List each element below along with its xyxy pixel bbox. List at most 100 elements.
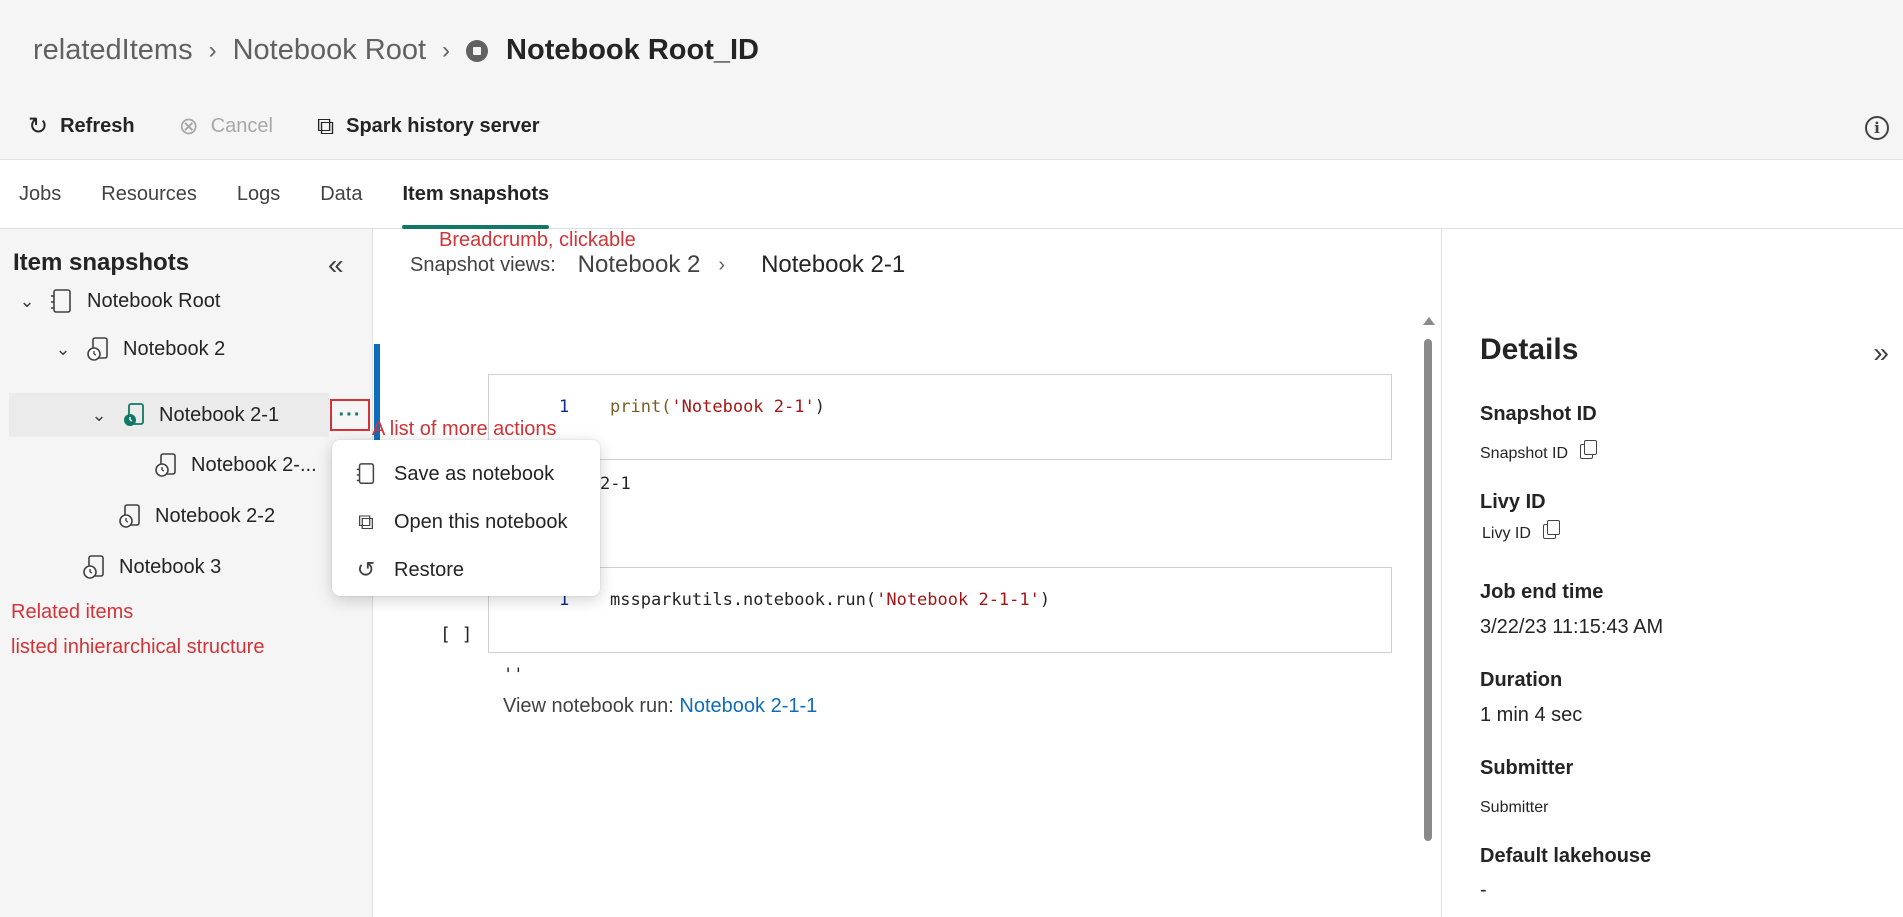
breadcrumb: relatedItems › Notebook Root › Notebook … (33, 34, 759, 67)
tab-logs[interactable]: Logs (236, 183, 281, 205)
chevron-right-icon: › (442, 36, 451, 64)
notebook-snapshot-icon (119, 504, 140, 528)
chevron-right-icon: › (208, 36, 217, 64)
restore-icon: ↺ (356, 557, 376, 582)
duration-label: Duration (1480, 669, 1563, 691)
notebook-icon (51, 289, 71, 313)
cancel-label: Cancel (210, 115, 273, 137)
default-lakehouse-label: Default lakehouse (1480, 845, 1652, 867)
notebook-snapshot-icon (155, 453, 176, 477)
menu-item-label: Open this notebook (394, 510, 568, 533)
snapshot-views-label: Snapshot views: (410, 253, 556, 276)
details-panel: Details » Snapshot ID Snapshot ID Livy I… (1441, 229, 1903, 917)
tree-item-label: Notebook 3 (119, 555, 222, 578)
cancel-button[interactable]: ⊗ Cancel (179, 112, 273, 141)
details-title: Details (1480, 333, 1579, 366)
menu-item-restore[interactable]: ↺ Restore (332, 546, 600, 594)
open-external-icon: ⧉ (358, 509, 374, 534)
menu-item-save-as-notebook[interactable]: Save as notebook (332, 450, 600, 498)
tab-jobs[interactable]: Jobs (19, 183, 62, 205)
code-cell-1[interactable]: 1 print('Notebook 2-1') (488, 374, 1392, 460)
tree-item-label: Notebook Root (87, 289, 221, 312)
info-icon[interactable]: i (1865, 116, 1889, 140)
menu-item-open-this-notebook[interactable]: ⧉ Open this notebook (332, 498, 600, 546)
default-lakehouse-value: - (1480, 879, 1487, 901)
annotation-breadcrumb: Breadcrumb, clickable (439, 229, 636, 251)
more-actions-menu: Save as notebook ⧉ Open this notebook ↺ … (332, 440, 600, 596)
notebook-snapshot-icon (124, 403, 144, 426)
tab-bar: Jobs Resources Logs Data Item snapshots (0, 161, 1903, 229)
notebook-icon (356, 463, 375, 484)
refresh-label: Refresh (60, 115, 135, 137)
line-number: 1 (559, 590, 570, 610)
annotation-related-items: Related items (11, 601, 134, 623)
livy-id-value: Livy ID (1482, 520, 1560, 543)
menu-item-label: Restore (394, 558, 465, 581)
breadcrumb-item-notebook-root[interactable]: Notebook Root (232, 34, 427, 66)
snapshot-crumb-notebook-2[interactable]: Notebook 2 (577, 251, 701, 278)
job-end-time-value: 3/22/23 11:15:43 AM (1480, 616, 1664, 638)
notebook-snapshot-icon (83, 555, 104, 579)
tab-item-snapshots[interactable]: Item snapshots (402, 161, 549, 229)
breadcrumb-item-relateditems[interactable]: relatedItems (33, 34, 193, 66)
snapshot-id-value: Snapshot ID (1480, 440, 1598, 463)
tree-item-notebook-3[interactable]: Notebook 3 (83, 545, 343, 589)
copy-icon[interactable] (1542, 520, 1560, 539)
line-number: 1 (559, 397, 570, 417)
header: relatedItems › Notebook Root › Notebook … (0, 0, 1903, 160)
chevron-down-icon[interactable]: ⌄ (55, 338, 71, 359)
snapshot-sidebar: Item snapshots « ⌄ Notebook Root ⌄ Noteb… (0, 229, 373, 917)
expand-panel-icon[interactable]: » (1873, 337, 1889, 368)
tree-item-notebook-root[interactable]: ⌄ Notebook Root (17, 279, 357, 323)
spark-history-server-label: Spark history server (346, 115, 540, 137)
execution-count: [ ] (440, 624, 473, 645)
more-actions-button[interactable]: ··· (330, 399, 370, 431)
spark-history-server-button[interactable]: ⧉ Spark history server (317, 113, 540, 141)
tree-item-label: Notebook 2-1 (159, 403, 280, 426)
tree-item-notebook-2[interactable]: ⌄ Notebook 2 (53, 327, 353, 371)
tree-item-notebook-2-2[interactable]: Notebook 2-2 (119, 494, 349, 538)
snapshot-breadcrumb: Snapshot views: Notebook 2 › Notebook 2-… (410, 251, 905, 279)
cancel-icon: ⊗ (178, 113, 199, 140)
submitter-label: Submitter (1480, 757, 1574, 779)
snapshot-id-label: Snapshot ID (1480, 403, 1597, 425)
tree-item-notebook-2-1[interactable]: ⌄ Notebook 2-1 (9, 393, 329, 437)
chevron-down-icon[interactable]: ⌄ (19, 290, 35, 311)
job-end-time-label: Job end time (1480, 581, 1604, 603)
snapshot-view: Breadcrumb, clickable Snapshot views: No… (374, 229, 1441, 917)
notebook-run-link[interactable]: Notebook 2-1-1 (679, 695, 818, 717)
page-title: Notebook Root_ID (506, 34, 759, 66)
cell-output: '' (503, 665, 524, 685)
toolbar: ↻ Refresh ⊗ Cancel ⧉ Spark history serve… (28, 112, 584, 141)
tree-item-notebook-2-child[interactable]: Notebook 2-... (155, 443, 335, 487)
snapshot-crumb-notebook-2-1[interactable]: Notebook 2-1 (761, 251, 906, 278)
open-external-icon: ⧉ (316, 112, 335, 140)
chevron-down-icon[interactable]: ⌄ (91, 404, 107, 425)
refresh-icon: ↻ (28, 113, 49, 140)
chevron-right-icon: › (718, 253, 726, 276)
refresh-button[interactable]: ↻ Refresh (28, 112, 135, 141)
scrollbar-thumb[interactable] (1424, 339, 1432, 841)
active-cell-indicator (374, 344, 380, 442)
copy-icon[interactable] (1580, 440, 1598, 459)
cell-code: mssparkutils.notebook.run('Notebook 2-1-… (610, 590, 1051, 610)
livy-id-label: Livy ID (1480, 491, 1546, 513)
notebook-snapshot-icon (87, 337, 108, 361)
collapse-panel-icon[interactable]: « (328, 249, 344, 280)
view-run-label: View notebook run: (503, 695, 674, 717)
view-notebook-run: View notebook run: Notebook 2-1-1 (503, 695, 817, 718)
tree-item-label: Notebook 2-2 (155, 504, 276, 527)
stopped-status-icon (466, 39, 489, 62)
tab-resources[interactable]: Resources (101, 183, 197, 205)
tab-data[interactable]: Data (320, 183, 363, 205)
annotation-more-actions: A list of more actions (372, 418, 557, 440)
sidebar-title: Item snapshots (13, 249, 190, 276)
code-cell-2[interactable]: 1 mssparkutils.notebook.run('Notebook 2-… (488, 567, 1392, 653)
annotation-hierarchy: listed inhierarchical structure (11, 636, 265, 658)
scroll-up-arrow[interactable] (1423, 317, 1435, 325)
duration-value: 1 min 4 sec (1480, 704, 1583, 726)
menu-item-label: Save as notebook (394, 462, 555, 485)
tree-item-label: Notebook 2-... (191, 453, 317, 476)
tree-item-label: Notebook 2 (123, 337, 226, 360)
cell-code: print('Notebook 2-1') (610, 397, 825, 417)
